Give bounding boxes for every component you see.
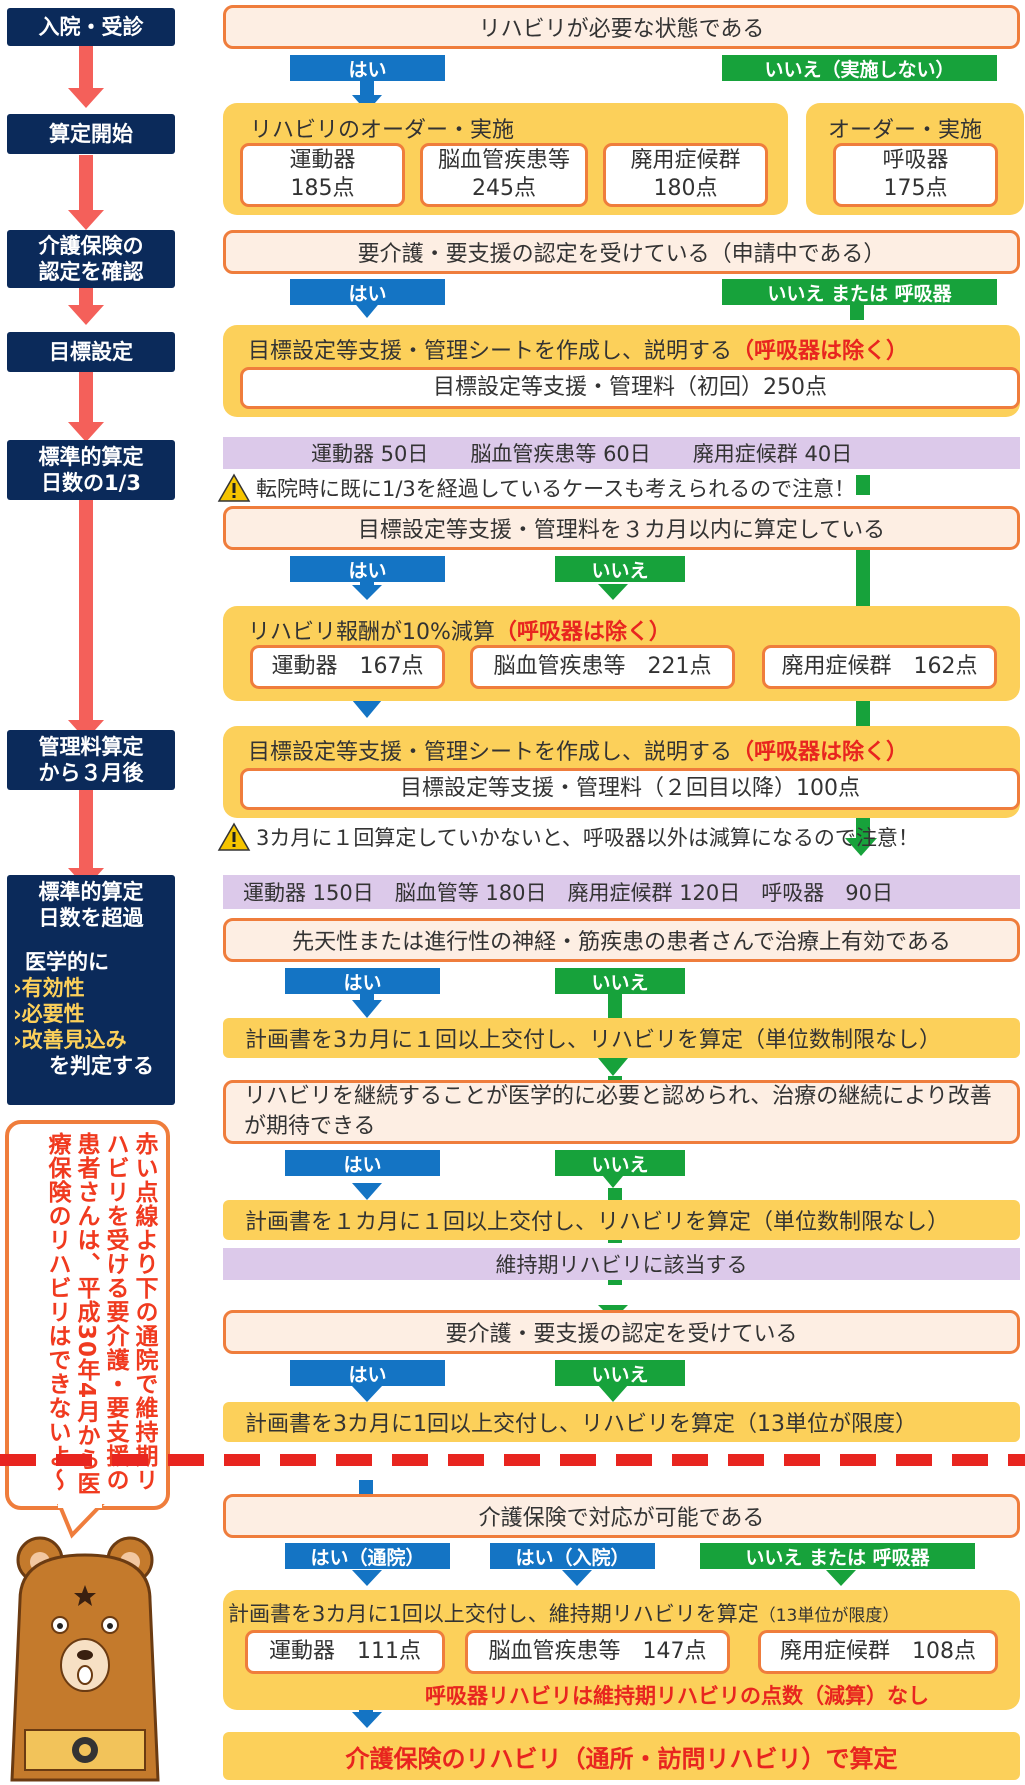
- q-progressive-disease: 先天性または進行性の神経・筋疾患の患者さんで治療上有効である: [223, 918, 1020, 962]
- speech-bubble: 赤い点線より下の通院で維持期リハビリを受ける要介護・要支援の患者さんは、平成30…: [5, 1120, 170, 1510]
- no-label: いいえ: [555, 556, 685, 582]
- days-standard: 運動器 150日 脳血管等 180日 廃用症候群 120日 呼吸器 90日: [223, 875, 1020, 909]
- stage-connector: [79, 372, 93, 422]
- maint-locomotor: 運動器 111点: [245, 1630, 445, 1674]
- judgement-item: ›必要性: [13, 1002, 85, 1026]
- judgement-tail: を判定する: [49, 1054, 154, 1078]
- stage-admission: 入院・受診: [7, 8, 175, 46]
- warning-quarterly: 3カ月に１回算定していかないと、呼吸器以外は減算になるので注意！: [217, 820, 919, 854]
- goal-fee-initial: 目標設定等支援・管理料（初回）250点: [240, 367, 1020, 409]
- no-track: [856, 698, 870, 728]
- plan-13-units: 計画書を3カ月に1回以上交付し、リハビリを算定（13単位が限度）: [223, 1402, 1020, 1442]
- yes-label: はい: [290, 55, 445, 81]
- order-right-title: オーダー・実施: [828, 118, 983, 143]
- q-fee-within-3-months: 目標設定等支援・管理料を３カ月以内に算定している: [223, 506, 1020, 550]
- no-label: いいえ: [555, 1360, 685, 1386]
- stage-connector: [79, 155, 93, 210]
- yes-connector: [360, 580, 374, 586]
- q-care-insurance-possible: 介護保険で対応が可能である: [223, 1494, 1020, 1538]
- stage-exceeded-label: 標準的算定 日数を超過: [38, 880, 144, 930]
- reduced-cerebrovascular: 脳血管疾患等 221点: [470, 645, 735, 689]
- maintenance-calc-text: 計画書を3カ月に1回以上交付し、維持期リハビリを算定（13単位が限度）: [228, 1602, 900, 1626]
- judgement-item: ›有効性: [13, 976, 85, 1000]
- yes-connector: [359, 1480, 373, 1498]
- warning-transfer: 転院時に既に1/3を経過しているケースも考えられるので注意！: [217, 472, 855, 504]
- goal-setting-text: 目標設定等支援・管理シートを作成し、説明する（呼吸器は除く）: [248, 339, 909, 364]
- q-medically-necessary: リハビリを継続することが医学的に必要と認められ、治療の継続により改善が期待できる: [223, 1080, 1020, 1144]
- no-label: いいえ: [555, 1150, 685, 1176]
- bear-mascot: [10, 1536, 160, 1782]
- order-item-respiratory: 呼吸器 175点: [833, 143, 998, 207]
- reduced-locomotor: 運動器 167点: [250, 645, 445, 689]
- order-item-locomotor: 運動器 185点: [240, 143, 405, 207]
- stage-exceeded-days: 標準的算定 日数を超過 医学的に ›有効性 ›必要性 ›改善見込み を判定する: [7, 875, 175, 1105]
- no-label: いいえ: [555, 968, 685, 994]
- yes-connector: [360, 80, 374, 96]
- stage-3-months-after: 管理料算定 から３月後: [7, 730, 175, 790]
- plan-1m-unlimited: 計画書を１カ月に１回以上交付し、リハビリを算定（単位数制限なし）: [223, 1200, 1020, 1240]
- no-connector: [608, 1188, 622, 1200]
- q-care-certified: 要介護・要支援の認定を受けている（申請中である）: [223, 230, 1020, 274]
- yes-outpatient-label: はい（通院）: [285, 1543, 450, 1569]
- boundary-dashed-line: [0, 1454, 1025, 1466]
- no-or-respiratory-label: いいえ または 呼吸器: [722, 279, 997, 305]
- order-title: リハビリのオーダー・実施: [250, 118, 515, 143]
- maint-cerebrovascular: 脳血管疾患等 147点: [465, 1630, 730, 1674]
- yes-label: はい: [290, 1360, 445, 1386]
- yes-label: はい: [290, 556, 445, 582]
- yes-label: はい: [290, 279, 445, 305]
- final-care-insurance: 介護保険のリハビリ（通所・訪問リハビリ）で算定: [223, 1732, 1020, 1780]
- no-not-done-label: いいえ（実施しない）: [722, 55, 997, 81]
- plan-3m-unlimited: 計画書を3カ月に１回以上交付し、リハビリを算定（単位数制限なし）: [223, 1018, 1020, 1058]
- goal-setting-text-2: 目標設定等支援・管理シートを作成し、説明する（呼吸器は除く）: [248, 740, 909, 765]
- stage-goal-setting: 目標設定: [7, 332, 175, 372]
- no-track: [850, 300, 864, 320]
- mascot-message: 赤い点線より下の通院で維持期リハビリを受ける要介護・要支援の患者さんは、平成30…: [44, 1132, 157, 1496]
- days-one-third: 運動器 50日 脳血管疾患等 60日 廃用症候群 40日: [223, 437, 1020, 469]
- stage-insurance-check: 介護保険の 認定を確認: [7, 230, 175, 288]
- judgement-title: 医学的に: [25, 950, 109, 974]
- warning-icon: [217, 473, 251, 502]
- no-or-respiratory-label: いいえ または 呼吸器: [700, 1543, 975, 1569]
- stage-connector: [79, 790, 93, 870]
- judgement-item: ›改善見込み: [13, 1028, 127, 1052]
- no-connector: [608, 992, 622, 1022]
- warning-icon: [217, 822, 251, 851]
- yes-label: はい: [285, 968, 440, 994]
- no-track: [856, 475, 870, 495]
- stage-connector: [79, 500, 93, 780]
- reduction-text: リハビリ報酬が10%減算（呼吸器は除く）: [248, 620, 671, 645]
- order-item-cerebrovascular: 脳血管疾患等 245点: [420, 143, 588, 207]
- stage-one-third-days: 標準的算定 日数の1/3: [7, 440, 175, 500]
- maint-disuse: 廃用症候群 108点: [758, 1630, 998, 1674]
- reduced-disuse: 廃用症候群 162点: [762, 645, 997, 689]
- respiratory-note: 呼吸器リハビリは維持期リハビリの点数（減算）なし: [425, 1684, 929, 1708]
- order-item-disuse: 廃用症候群 180点: [603, 143, 768, 207]
- q-care-certified-2: 要介護・要支援の認定を受けている: [223, 1310, 1020, 1354]
- goal-fee-repeat: 目標設定等支援・管理料（２回目以降）100点: [240, 768, 1020, 810]
- no-connector: [608, 1277, 622, 1285]
- yes-connector: [360, 992, 374, 1002]
- yes-inpatient-label: はい（入院）: [490, 1543, 655, 1569]
- yes-label: はい: [285, 1150, 440, 1176]
- stage-calc-start: 算定開始: [7, 114, 175, 154]
- stage-connector: [79, 43, 93, 88]
- maintenance-phase: 維持期リハビリに該当する: [223, 1248, 1020, 1280]
- q-rehab-needed: リハビリが必要な状態である: [223, 5, 1020, 49]
